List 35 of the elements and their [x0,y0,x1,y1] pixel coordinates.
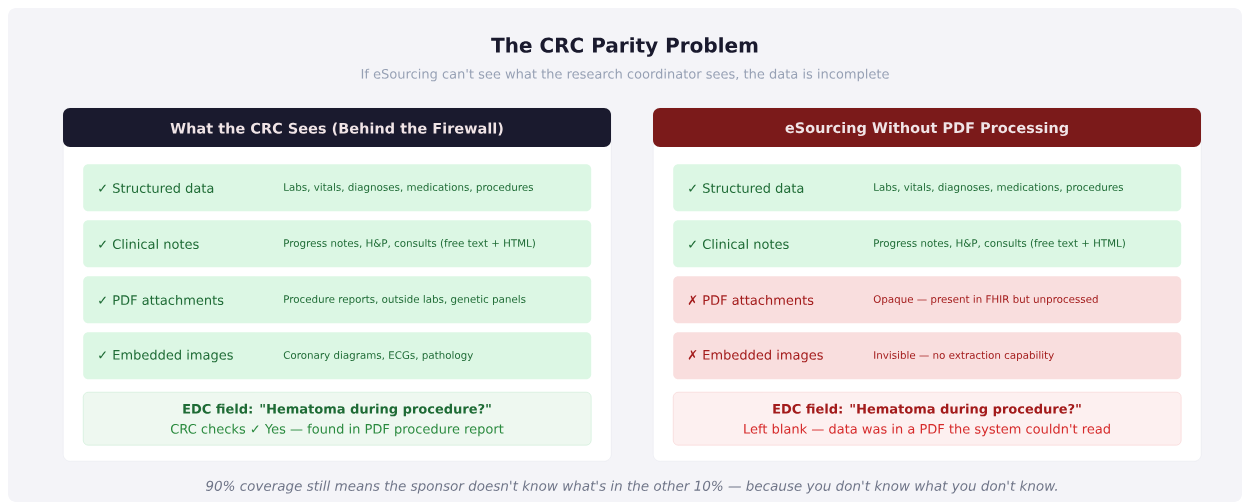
field-answer: CRC checks ✓ Yes — found in PDF procedure report [171,423,504,437]
row-label: ✓ Clinical notes [689,238,789,250]
status-row [673,276,1182,324]
field-question: EDC field: "Hematoma during procedure?" [773,403,1081,417]
status-row [673,164,1182,212]
status-row [83,276,592,324]
panel-header: What the CRC Sees (Behind the Firewall) [63,108,611,147]
row-label: ✓ PDF attachments [99,294,224,306]
row-label: ✗ Embedded images [688,349,823,363]
row-detail: Progress notes, H&P, consults (free text + HTML) [874,239,1125,249]
subtitle: If eSourcing can't see what the research coordinator sees, the data is incomplete [361,68,889,82]
caption: 90% coverage still means the sponsor doesn't know what's in the other 10% — because you don't know what you don't know. [206,480,1057,494]
result-box [673,392,1182,446]
row-label: ✓ Structured data [99,182,214,194]
field-answer: Left blank — data was in a PDF the system couldn't read [744,423,1110,437]
panel-header: eSourcing Without PDF Processing [653,108,1201,147]
row-detail: Procedure reports, outside labs, genetic panels [284,295,526,305]
status-row [83,164,592,212]
field-question: EDC field: "Hematoma during procedure?" [183,403,491,417]
status-row [83,220,592,268]
row-detail: Coronary diagrams, ECGs, pathology [283,351,473,361]
row-detail: Invisible — no extraction capability [874,351,1054,361]
row-detail: Labs, vitals, diagnoses, medications, procedures [284,183,534,193]
row-detail: Opaque — present in FHIR but unprocessed [873,295,1098,305]
title: The CRC Parity Problem [491,37,758,57]
row-detail: Progress notes, H&P, consults (free text + HTML) [284,239,535,249]
row-label: ✗ PDF attachments [688,294,814,306]
row-detail: Labs, vitals, diagnoses, medications, procedures [874,183,1124,193]
status-row [673,220,1182,268]
row-label: ✓ Structured data [689,182,804,194]
result-box [83,392,592,446]
row-label: ✓ Embedded images [99,349,233,363]
row-label: ✓ Clinical notes [99,238,199,250]
status-row [673,332,1182,380]
status-row [83,332,592,380]
